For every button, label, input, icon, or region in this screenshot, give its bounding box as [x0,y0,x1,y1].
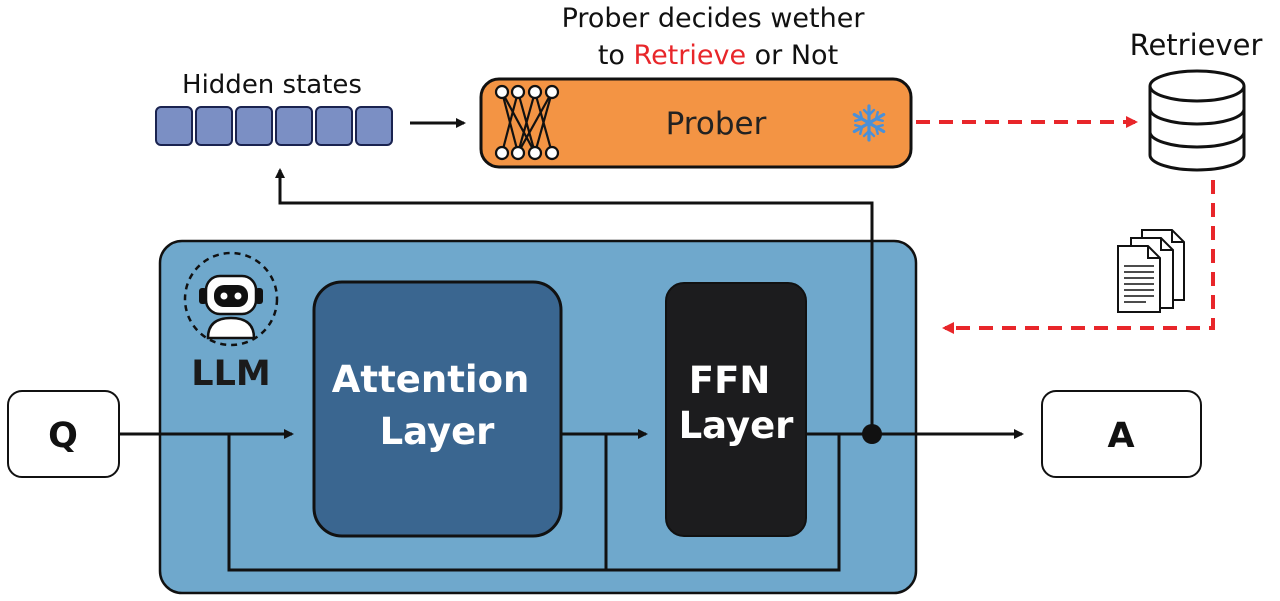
documents-icon [1117,229,1185,313]
answer-output-box: A [1041,390,1202,478]
database-icon [1148,69,1246,172]
attention-layer-block [312,280,563,538]
title-line1: Prober decides wether [562,3,866,34]
title-line2-suffix: or Not [746,40,838,71]
robot-icon [183,251,279,347]
ffn-layer-block [665,282,807,537]
answer-label: A [1107,416,1134,456]
ffn-label-line2: Layer [679,404,795,447]
hidden-state-cell [195,106,233,146]
prober-box: Prober [479,77,913,169]
attention-layer-label: Attention Layer [332,358,542,453]
hidden-states-label: Hidden states [182,70,362,100]
neural-network-icon [494,84,560,161]
snowflake-icon [852,104,886,142]
ffn-layer-label: FFN Layer [679,359,795,447]
attention-label-line1: Attention [332,358,530,401]
retriever-to-llm-arrow [942,180,1215,334]
title-retrieve-highlight: Retrieve [634,40,747,71]
title-line2: to Retrieve or Not [598,40,838,71]
residual-connections [119,429,1024,572]
llm-label: LLM [191,354,270,394]
retriever-label: Retriever [1130,28,1263,62]
hidden-state-cell [315,106,353,146]
query-label: Q [48,416,78,456]
junction-dot [862,424,882,444]
ffn-label-line1: FFN [689,359,771,402]
hidden-state-cell [355,106,393,146]
query-input-box: Q [7,390,120,478]
prober-label: Prober [666,106,767,142]
hidden-state-cell [275,106,313,146]
hidden-states-vector [155,106,393,146]
ffn-to-hidden-states-arrow [275,168,874,434]
hidden-state-cell [155,106,193,146]
hidden-state-cell [235,106,273,146]
attention-label-line2: Layer [380,410,496,453]
title-line2-prefix: to [598,40,634,71]
